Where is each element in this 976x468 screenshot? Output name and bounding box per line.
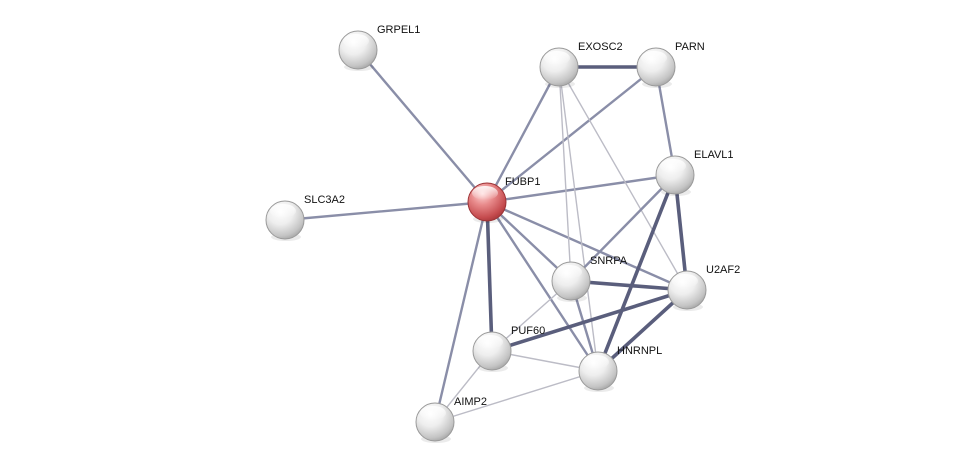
edge-u2af2-hnrnpl[interactable] [596, 288, 689, 373]
node-label-elavl1: ELAVL1 [694, 149, 734, 161]
node-highlight [556, 265, 582, 279]
edge-fubp1-parn[interactable] [485, 65, 658, 204]
node-label-fubp1: FUBP1 [505, 176, 540, 188]
node-exosc2[interactable]: EXOSC2 [539, 41, 623, 88]
edge-fubp1-grpel1[interactable] [356, 48, 489, 204]
node-hnrnpl[interactable]: HNRNPL [578, 345, 662, 392]
node-label-hnrnpl: HNRNPL [617, 345, 662, 357]
node-parn[interactable]: PARN [636, 41, 705, 88]
node-highlight [672, 274, 698, 288]
node-highlight [477, 335, 503, 349]
node-fubp1[interactable]: FUBP1 [467, 176, 540, 223]
node-highlight [583, 355, 609, 369]
node-label-parn: PARN [675, 41, 705, 53]
node-grpel1[interactable]: GRPEL1 [338, 24, 420, 71]
edge-fubp1-exosc2[interactable] [485, 65, 561, 204]
node-highlight [270, 204, 296, 218]
node-u2af2[interactable]: U2AF2 [667, 264, 740, 311]
edge-fubp1-aimp2[interactable] [433, 200, 489, 424]
node-highlight [343, 34, 369, 48]
edge-fubp1-slc3a2[interactable] [283, 200, 489, 222]
node-label-puf60: PUF60 [511, 325, 545, 337]
node-puf60[interactable]: PUF60 [472, 325, 545, 372]
node-highlight [472, 186, 498, 200]
node-label-grpel1: GRPEL1 [377, 24, 420, 36]
node-label-aimp2: AIMP2 [454, 396, 487, 408]
node-label-slc3a2: SLC3A2 [304, 194, 345, 206]
node-highlight [641, 51, 667, 65]
edge-hnrnpl-aimp2[interactable] [434, 370, 599, 423]
edge-fubp1-hnrnpl[interactable] [485, 200, 600, 373]
edge-fubp1-puf60[interactable] [485, 200, 494, 353]
edge-fubp1-u2af2[interactable] [485, 200, 689, 292]
edge-fubp1-elavl1[interactable] [485, 173, 677, 204]
edge-elavl1-snrpa[interactable] [569, 173, 677, 283]
node-highlight [544, 51, 570, 65]
node-slc3a2[interactable]: SLC3A2 [265, 194, 345, 241]
edge-exosc2-snrpa[interactable] [558, 66, 572, 282]
node-highlight [420, 406, 446, 420]
node-aimp2[interactable]: AIMP2 [415, 396, 487, 443]
node-label-u2af2: U2AF2 [706, 264, 740, 276]
node-highlight [660, 159, 686, 173]
node-elavl1[interactable]: ELAVL1 [655, 149, 734, 196]
edge-exosc2-u2af2[interactable] [558, 66, 688, 291]
edge-u2af2-puf60[interactable] [490, 288, 689, 353]
edge-elavl1-hnrnpl[interactable] [596, 173, 677, 373]
node-snrpa[interactable]: SNRPA [551, 255, 628, 302]
node-label-exosc2: EXOSC2 [578, 41, 623, 53]
node-label-snrpa: SNRPA [590, 255, 628, 267]
